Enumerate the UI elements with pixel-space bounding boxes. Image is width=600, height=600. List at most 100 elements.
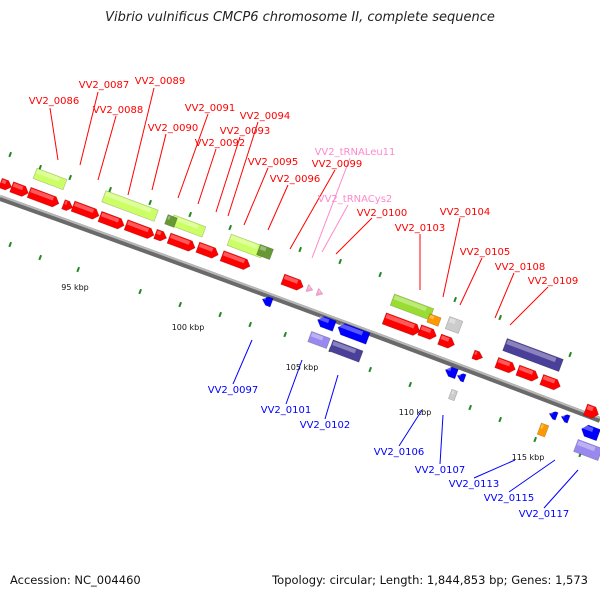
scale-tick-mark [108, 186, 112, 193]
leader-line [442, 217, 461, 298]
scale-tick-mark [378, 271, 382, 278]
leader-line [215, 136, 241, 213]
leader-line [289, 169, 336, 250]
forward-gene [0, 177, 13, 191]
gene-label: VV2_0100 [357, 208, 408, 219]
gene-features [0, 167, 600, 462]
scale-tick-mark [138, 288, 142, 295]
leader-line [151, 133, 167, 191]
reverse-gene [317, 315, 337, 332]
backbone [0, 195, 600, 423]
reverse-gene [581, 424, 600, 442]
forward-gene [494, 356, 516, 374]
cog-block [307, 330, 331, 350]
gene-label: VV2_0099 [312, 159, 363, 170]
gene-labels: VV2_0086VV2_0087VV2_0088VV2_0089VV2_0090… [29, 76, 579, 520]
scale-tick-mark [248, 321, 252, 328]
cog-block [164, 214, 178, 228]
cog-block [573, 438, 600, 462]
gene-label: VV2_0094 [240, 111, 291, 122]
scale-tick-mark [498, 314, 502, 321]
scale-tick-mark [453, 296, 457, 303]
gene-label: VV2_0087 [79, 80, 130, 91]
scale-tick-mark [188, 211, 192, 218]
gene-label: VV2_0092 [195, 138, 246, 149]
leader-line [398, 409, 423, 447]
leader-line [335, 217, 373, 255]
leader-line [543, 469, 579, 509]
forward-gene [437, 333, 455, 349]
leader-line [321, 204, 349, 253]
cog-block [101, 190, 159, 222]
gene-label: VV2_0088 [93, 105, 144, 116]
scale-tick-mark [178, 301, 182, 308]
scale-tick-mark [338, 258, 342, 265]
gene-label: VV2_0097 [208, 385, 259, 396]
scale-tick-mark [228, 224, 232, 231]
scale-tick-mark [218, 311, 222, 318]
leader-line [79, 91, 99, 166]
gene-label: VV2_tRNACys2 [318, 194, 393, 205]
gene-label: VV2_0106 [374, 447, 425, 458]
scale-tick-mark [298, 246, 302, 253]
leader-line [473, 459, 516, 479]
gene-label: VV2_0108 [495, 262, 546, 273]
cog-block [426, 313, 442, 327]
reverse-gene [261, 296, 274, 308]
scale-tick-mark [568, 351, 572, 358]
forward-gene [280, 273, 304, 291]
forward-gene [195, 241, 219, 259]
cog-block [328, 339, 364, 363]
cog-block [502, 338, 564, 372]
gene-label: VV2_0090 [148, 123, 199, 134]
gene-label: VV2_0104 [440, 207, 491, 218]
scale-tick-mark [468, 404, 472, 411]
gene-label: VV2_0105 [460, 247, 511, 258]
forward-gene [97, 210, 125, 230]
leader-line [49, 107, 59, 161]
gene-label: VV2_0086 [29, 96, 80, 107]
leader-line [324, 374, 339, 420]
label-leader-lines [49, 87, 579, 509]
cog-block [444, 316, 464, 334]
forward-gene [417, 324, 437, 340]
trna-gene [315, 288, 324, 296]
scale-tick-mark [8, 241, 12, 248]
scale-label: 100 kbp [172, 323, 205, 332]
reverse-gene [548, 411, 559, 421]
leader-line [97, 115, 117, 181]
accession-footer: Accession: NC_004460 [10, 573, 141, 587]
gene-label: VV2_0117 [519, 509, 570, 520]
scale-tick-mark [368, 366, 372, 373]
forward-gene [61, 199, 74, 212]
forward-gene [515, 364, 539, 382]
reverse-gene [337, 323, 371, 345]
scale-label: 105 kbp [286, 363, 319, 372]
forward-gene [471, 349, 484, 361]
leader-line [459, 257, 483, 306]
gene-label: VV2_0095 [248, 157, 299, 168]
cog-block [256, 244, 274, 260]
forward-gene [166, 232, 196, 252]
forward-gene [381, 312, 421, 336]
scale-tick-mark [38, 164, 42, 171]
scale-tick-mark [498, 416, 502, 423]
reverse-gene [444, 366, 459, 380]
scale-tick-mark [408, 381, 412, 388]
leader-line [267, 184, 289, 231]
leader-line [508, 459, 556, 493]
leader-line [177, 113, 209, 199]
scale-tick-mark [8, 151, 12, 158]
forward-gene [26, 186, 60, 208]
scale-tick-mark [68, 174, 72, 181]
leader-line [243, 167, 269, 226]
forward-gene [123, 219, 155, 239]
gene-label: VV2_0101 [261, 405, 312, 416]
scale-tick-mark [283, 331, 287, 338]
cog-block [389, 293, 435, 321]
cog-block [448, 388, 458, 402]
scale-tick-mark [533, 436, 537, 443]
gene-label: VV2_0113 [449, 479, 500, 490]
